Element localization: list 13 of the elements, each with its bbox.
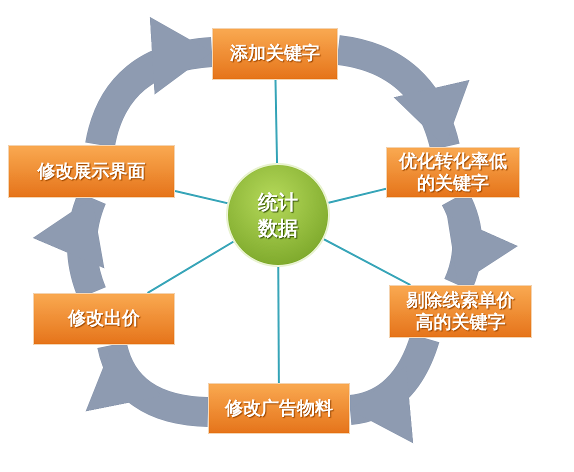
process-box: 修改出价	[33, 293, 175, 345]
process-box: 添加关键字	[212, 28, 338, 80]
process-box: 剔除线索单价高的关键字	[389, 285, 532, 338]
connector-line	[324, 238, 411, 286]
connector-line	[277, 267, 280, 383]
process-box: 优化转化率低的关键字	[386, 147, 520, 198]
connector-line	[174, 190, 228, 204]
center-circle: 统计数据	[226, 163, 330, 267]
process-box: 修改展示界面	[8, 145, 175, 198]
connector-line	[146, 240, 234, 294]
connector-line	[328, 188, 386, 204]
connector-line	[274, 80, 278, 164]
process-box: 修改广告物料	[208, 383, 350, 434]
